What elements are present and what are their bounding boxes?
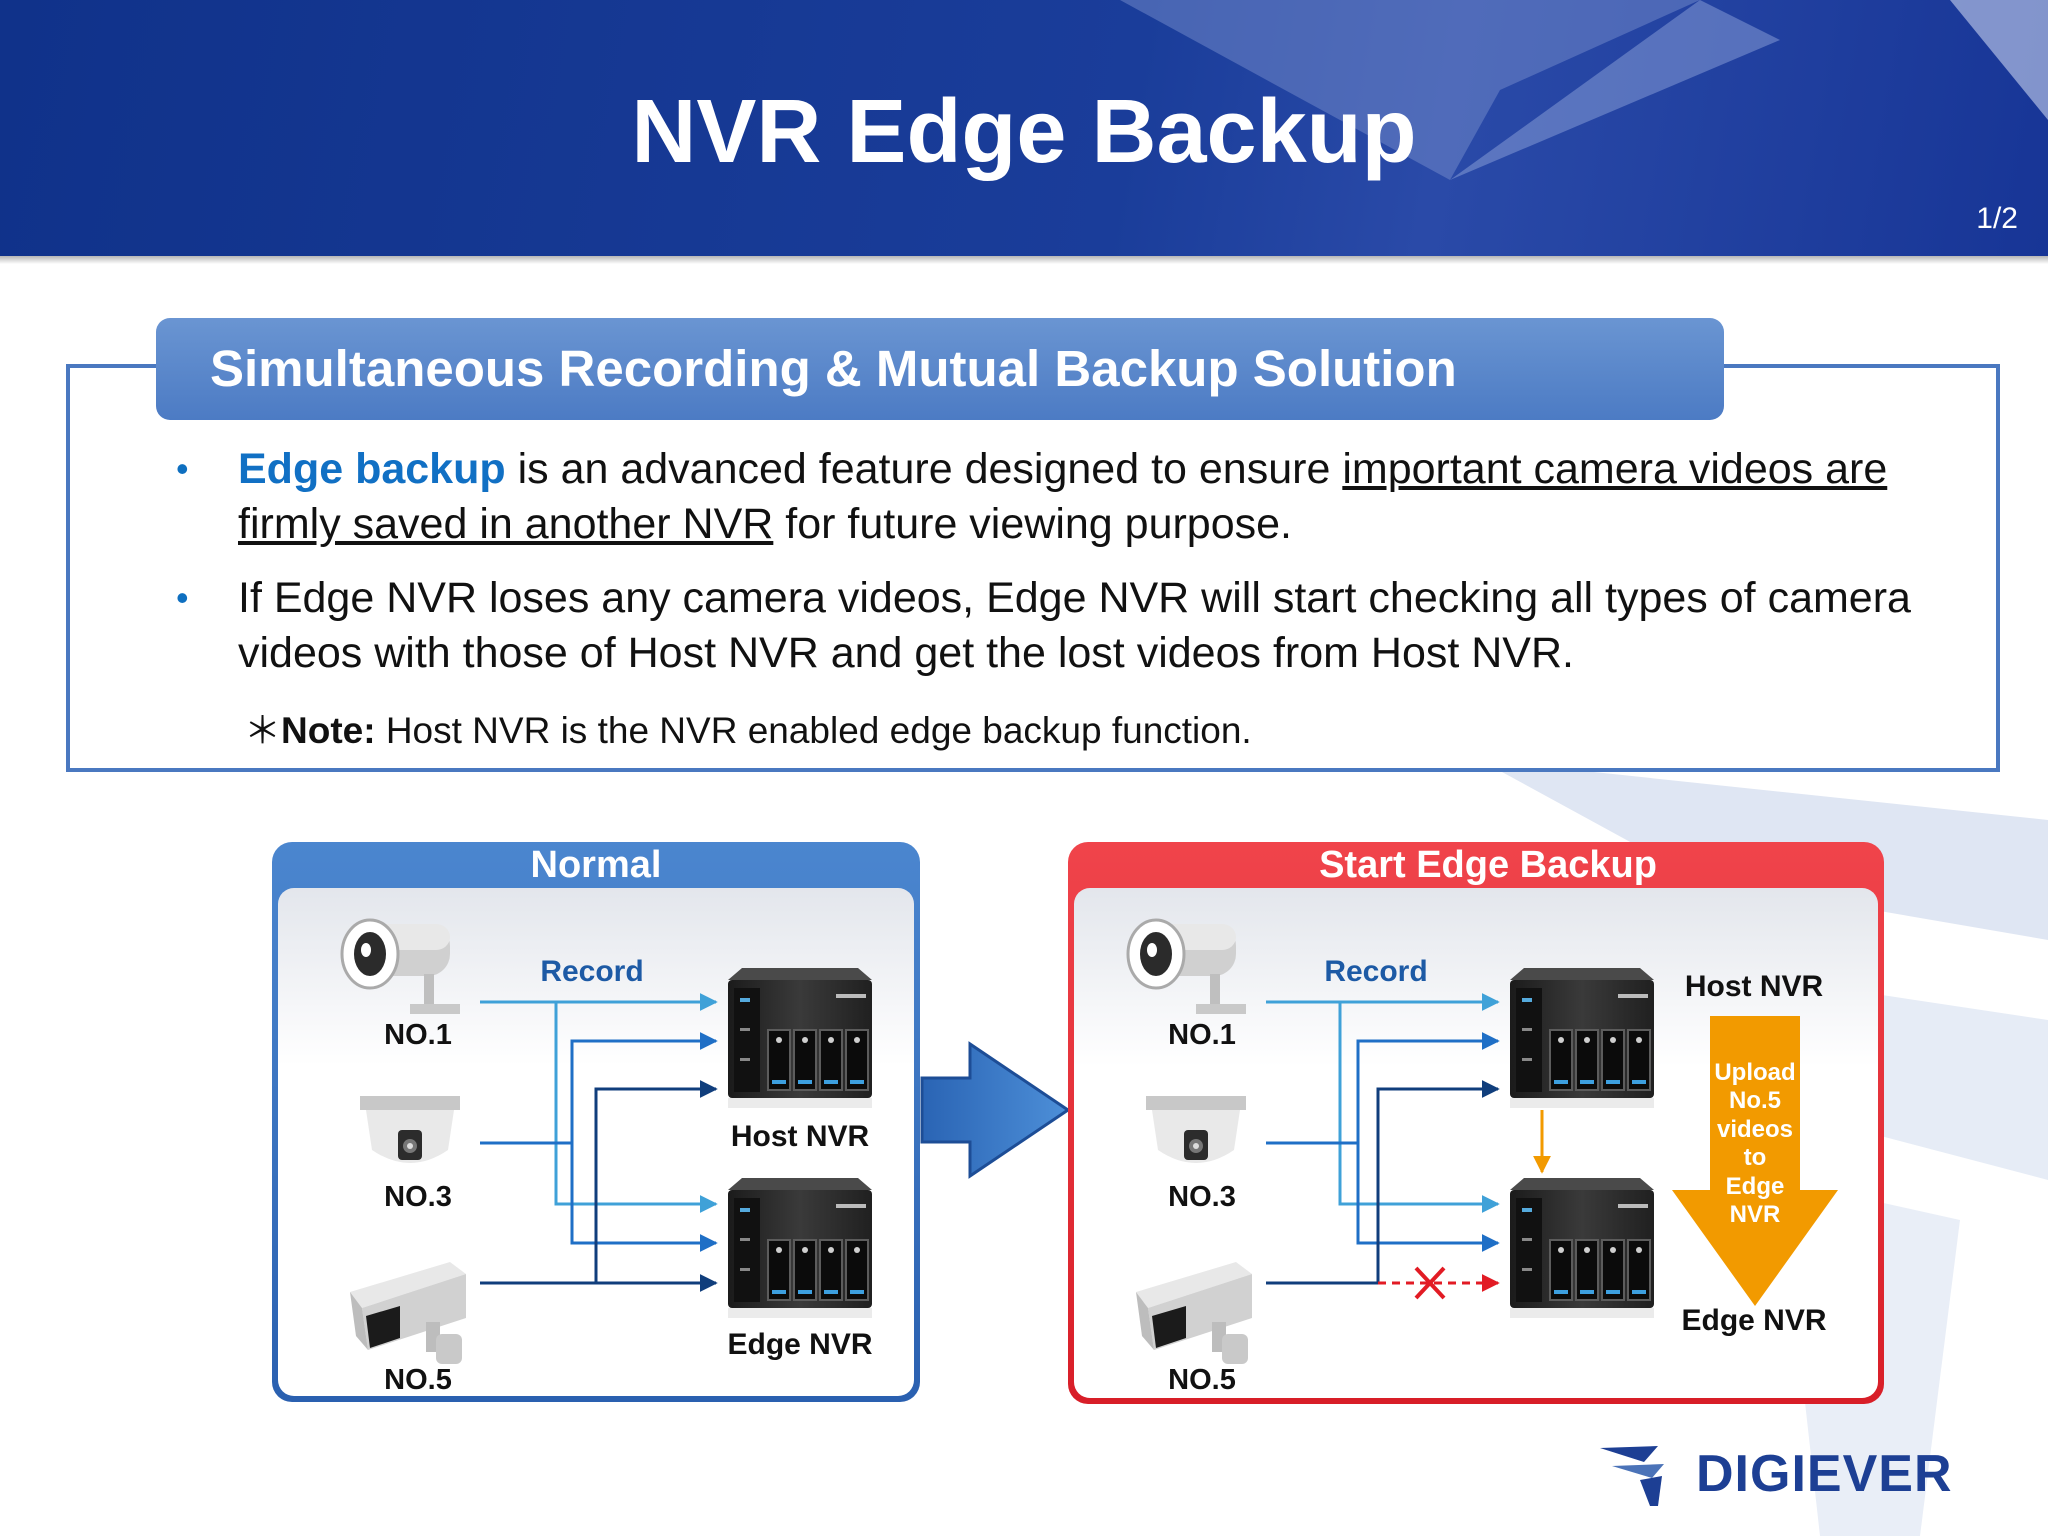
- upload-line-6: NVR: [1730, 1201, 1781, 1228]
- header-shadow: [0, 256, 2048, 264]
- normal-record-lines: [480, 993, 718, 1292]
- camera-5-label: NO.5: [384, 1364, 452, 1396]
- bullet-1-end: for future viewing purpose.: [773, 500, 1292, 548]
- edge-nvr-icon: [727, 1177, 873, 1319]
- upload-line-2: No.5: [1729, 1087, 1781, 1114]
- backup-record-label: Record: [1324, 955, 1427, 988]
- normal-panel-title: Normal: [531, 844, 662, 886]
- upload-line-5: Edge: [1726, 1173, 1785, 1200]
- bullet-1-text: Edge backup is an advanced feature desig…: [238, 442, 1958, 552]
- bullet-dot-2: •: [176, 577, 189, 618]
- blocked-x-icon: [1414, 1266, 1446, 1300]
- brand-name: DIGIEVER: [1696, 1445, 1953, 1503]
- slide-header: NVR Edge Backup 1/2: [0, 0, 2048, 256]
- note-line: ＊Note: Host NVR is the NVR enabled edge …: [244, 700, 1252, 754]
- bullet-1-underlined: important camera videos are firmly saved…: [238, 445, 1888, 548]
- bullet-dot-1: •: [176, 448, 189, 489]
- upload-arrow-icon: [1672, 1016, 1838, 1306]
- header-decoration: [1120, 0, 2048, 180]
- host-nvr-icon: [727, 967, 873, 1109]
- backup-camera-5-label: NO.5: [1168, 1364, 1236, 1396]
- backup-camera-3-label: NO.3: [1168, 1181, 1236, 1213]
- backup-host-nvr-icon: [1509, 967, 1655, 1109]
- record-label: Record: [540, 955, 643, 988]
- backup-host-nvr-label: Host NVR: [1685, 970, 1824, 1003]
- page-number: 1/2: [1976, 202, 2018, 235]
- upload-line-3: videos: [1717, 1116, 1793, 1143]
- bullet-1-part: is an advanced feature designed to ensur…: [505, 445, 1343, 493]
- upload-line-1: Upload: [1714, 1059, 1795, 1086]
- host-nvr-label: Host NVR: [731, 1120, 870, 1153]
- edge-nvr-label: Edge NVR: [727, 1328, 872, 1361]
- note-text: Host NVR is the NVR enabled edge backup …: [375, 710, 1252, 751]
- keyword-edge-backup: Edge backup: [238, 445, 506, 493]
- page-title: NVR Edge Backup: [631, 82, 1417, 182]
- section-heading: Simultaneous Recording & Mutual Backup S…: [156, 318, 1724, 420]
- note-label: Note:: [281, 710, 376, 751]
- upload-line-4: to: [1744, 1144, 1767, 1171]
- backup-camera-1-label: NO.1: [1168, 1019, 1236, 1051]
- backup-record-lines: [1266, 993, 1500, 1292]
- camera-1-label: NO.1: [384, 1019, 452, 1051]
- upload-text: Upload No.5 videos to Edge NVR: [1714, 1059, 1795, 1228]
- note-marker: ＊: [244, 710, 281, 751]
- digiever-logo: [1600, 1446, 1664, 1506]
- normal-panel: Normal NO.1 NO.3 NO.5 Record Host NVR Ed…: [272, 842, 920, 1402]
- transition-arrow-icon: [920, 1041, 1071, 1179]
- backup-edge-nvr-label: Edge NVR: [1681, 1304, 1826, 1337]
- backup-panel-title: Start Edge Backup: [1319, 844, 1657, 886]
- backup-panel: Start Edge Backup NO.1 NO.3 NO.5 Record …: [1068, 842, 1884, 1404]
- backup-edge-nvr-icon: [1509, 1177, 1655, 1319]
- bullet-2-text: If Edge NVR loses any camera videos, Edg…: [238, 574, 1911, 677]
- camera-3-label: NO.3: [384, 1181, 452, 1213]
